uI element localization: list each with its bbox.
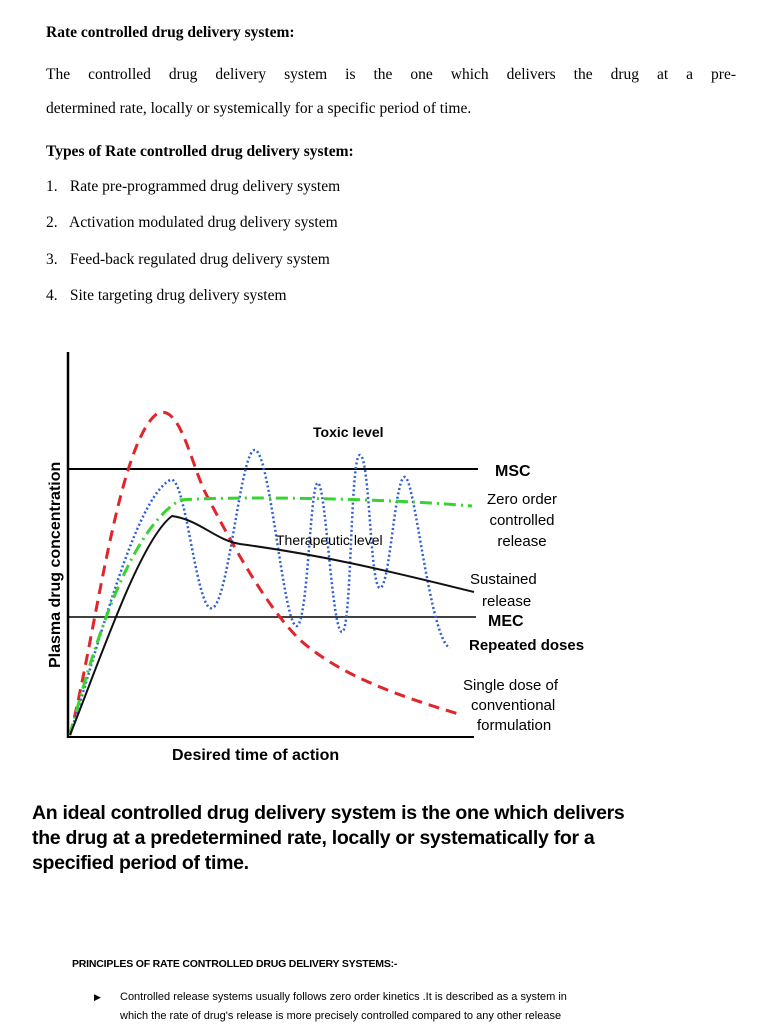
y-axis-label: Plasma drug concentration <box>47 462 64 668</box>
bullet-item: ▶ Controlled release systems usually fol… <box>94 988 658 1026</box>
toxic-level-label: Toxic level <box>313 424 384 440</box>
caption: An ideal controlled drug delivery system… <box>32 801 712 876</box>
list-number: 2. <box>46 214 58 231</box>
definition-line: The controlled drug delivery system is t… <box>46 66 736 83</box>
list-item: 2. Activation modulated drug delivery sy… <box>46 214 338 232</box>
definition-line: determined rate, locally or systemically… <box>46 100 472 117</box>
caption-line: specified period of time. <box>32 852 249 874</box>
zero-order-label: controlled <box>489 512 554 529</box>
therapeutic-level-label: Therapeutic level <box>276 532 383 548</box>
zero-order-curve <box>68 496 473 736</box>
page-title: Rate controlled drug delivery system: <box>46 24 295 41</box>
sustained-release-curve <box>69 514 475 736</box>
principles-heading: PRINCIPLES OF RATE CONTROLLED DRUG DELIV… <box>72 958 398 970</box>
msc-label: MSC <box>495 463 531 480</box>
caption-line: An ideal controlled drug delivery system… <box>32 802 625 824</box>
single-dose-label: formulation <box>477 717 551 734</box>
zero-order-label: release <box>497 533 546 550</box>
list-item: 3. Feed-back regulated drug delivery sys… <box>46 251 330 269</box>
bullet-text: Controlled release systems usually follo… <box>120 991 567 1003</box>
single-dose-curve <box>68 410 463 736</box>
single-dose-label: conventional <box>471 697 555 714</box>
x-axis-label: Desired time of action <box>172 747 339 764</box>
single-dose-label: Single dose of <box>463 677 559 694</box>
bullet-triangle-icon: ▶ <box>94 992 101 1002</box>
list-text: Rate pre-programmed drug delivery system <box>69 178 341 195</box>
sustained-release-label: release <box>482 593 531 610</box>
list-number: 4. <box>46 287 58 304</box>
bullet-text: which the rate of drug's release is more… <box>120 1010 562 1022</box>
list-number: 3. <box>46 251 58 268</box>
sustained-release-label: Sustained <box>470 571 537 588</box>
list-item: 1. Rate pre-programmed drug delivery sys… <box>46 178 340 196</box>
list-text: Activation modulated drug delivery syste… <box>69 214 338 231</box>
zero-order-label: Zero order <box>487 491 557 508</box>
types-heading: Types of Rate controlled drug delivery s… <box>46 143 354 160</box>
list-number: 1. <box>46 178 58 195</box>
mec-label: MEC <box>488 613 524 630</box>
repeated-doses-label: Repeated doses <box>469 637 584 654</box>
caption-line: the drug at a predetermined rate, locall… <box>32 827 595 849</box>
list-text: Site targeting drug delivery system <box>69 287 287 304</box>
definition-paragraph: The controlled drug delivery system is t… <box>46 58 736 126</box>
list-text: Feed-back regulated drug delivery system <box>69 251 330 268</box>
drug-release-figure: Plasma drug concentration Desired time o… <box>47 352 584 764</box>
repeated-doses-curve <box>68 448 451 736</box>
list-item: 4. Site targeting drug delivery system <box>46 287 287 305</box>
